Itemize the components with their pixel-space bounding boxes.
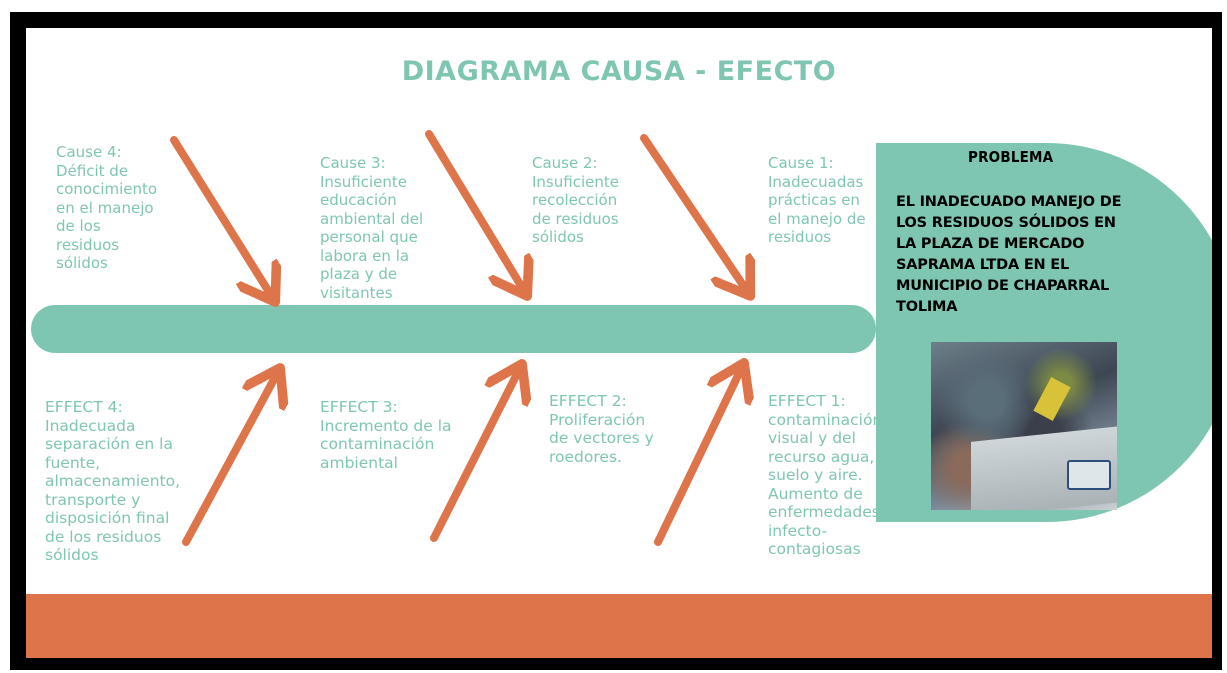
photo-logo bbox=[1067, 460, 1111, 490]
effect-4-arrow bbox=[182, 370, 279, 546]
photo-detail bbox=[1033, 377, 1071, 421]
cause-2-arrow bbox=[640, 134, 749, 294]
effect-1-label: EFFECT 1: contaminación visual y del rec… bbox=[768, 392, 882, 559]
cause-4-arrow bbox=[170, 136, 274, 300]
cause-1-text: Inadecuadas prácticas en el manejo de re… bbox=[768, 172, 866, 247]
cause-3-arrow bbox=[425, 130, 526, 294]
slide-frame: DIAGRAMA CAUSA - EFECTO Cause 4: Déficit… bbox=[10, 12, 1222, 670]
cause-1-heading: Cause 1: bbox=[768, 154, 834, 172]
effect-3-heading: EFFECT 3: bbox=[320, 398, 398, 416]
effect-2-text: Proliferación de vectores y roedores. bbox=[549, 410, 654, 466]
cause-4-label: Cause 4: Déficit de conocimiento en el m… bbox=[56, 143, 157, 273]
fishbone-spine bbox=[31, 305, 876, 353]
cause-3-text: Insuficiente educación ambiental del per… bbox=[320, 172, 424, 302]
effect-3-label: EFFECT 3: Incremento de la contaminación… bbox=[320, 398, 452, 472]
effect-4-heading: EFFECT 4: bbox=[45, 398, 123, 416]
cause-4-heading: Cause 4: bbox=[56, 143, 122, 161]
cause-2-heading: Cause 2: bbox=[532, 154, 598, 172]
diagram-title: DIAGRAMA CAUSA - EFECTO bbox=[401, 56, 837, 87]
cause-2-label: Cause 2: Insuficiente recolección de res… bbox=[532, 154, 619, 247]
fishbone-arrows bbox=[170, 130, 1212, 546]
effect-2-heading: EFFECT 2: bbox=[549, 392, 627, 410]
slide: DIAGRAMA CAUSA - EFECTO Cause 4: Déficit… bbox=[26, 28, 1212, 658]
effect-1-text: contaminación visual y del recurso agua,… bbox=[768, 410, 883, 559]
effect-4-label: EFFECT 4: Inadecuada separación en la fu… bbox=[45, 398, 180, 565]
cause-4-text: Déficit de conocimiento en el manejo de … bbox=[56, 161, 158, 273]
cause-1-label: Cause 1: Inadecuadas prácticas en el man… bbox=[768, 154, 866, 247]
effect-1-heading: EFFECT 1: bbox=[768, 392, 846, 410]
problem-heading: PROBLEMA bbox=[968, 148, 1054, 166]
problem-text: EL INADECUADO MANEJO DE LOS RESIDUOS SÓL… bbox=[896, 194, 1122, 315]
effect-4-text: Inadecuada separación en la fuente, alma… bbox=[45, 416, 181, 565]
cause-3-label: Cause 3: Insuficiente educación ambienta… bbox=[320, 154, 423, 302]
effect-2-label: EFFECT 2: Proliferación de vectores y ro… bbox=[549, 392, 654, 466]
effect-3-arrow bbox=[430, 366, 521, 542]
waste-photo bbox=[931, 342, 1117, 510]
cause-3-heading: Cause 3: bbox=[320, 154, 386, 172]
effect-2-arrow bbox=[654, 365, 743, 546]
footer-band bbox=[26, 594, 1212, 658]
effect-3-text: Incremento de la contaminación ambiental bbox=[320, 416, 452, 472]
cause-2-text: Insuficiente recolección de residuos sól… bbox=[532, 172, 619, 247]
